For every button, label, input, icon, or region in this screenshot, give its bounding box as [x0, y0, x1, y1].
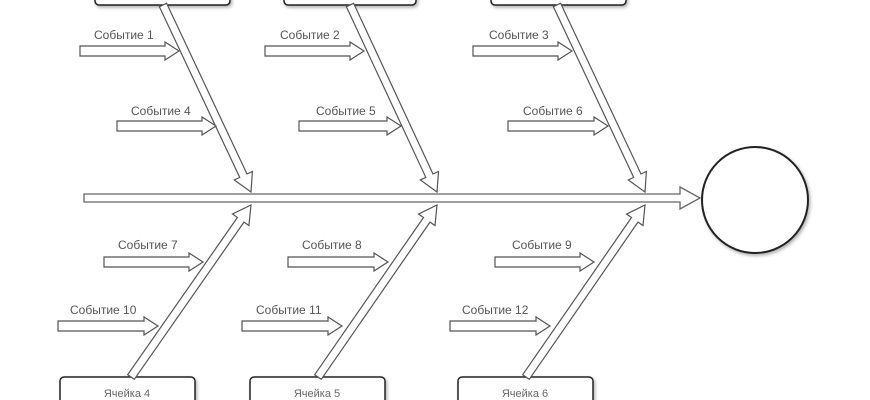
bone-bottom-2: [313, 203, 438, 381]
category-label: Ячейка 5: [294, 388, 340, 400]
event-arrow-11: [241, 315, 344, 337]
event-label-10: Событие 10: [70, 303, 137, 317]
bone-top-2: [345, 2, 440, 194]
event-arrow-7: [103, 251, 205, 273]
category-box-top-1[interactable]: [94, 0, 231, 6]
event-label-9: Событие 9: [512, 238, 572, 252]
event-arrow-12: [449, 315, 552, 337]
event-arrow-10: [57, 315, 160, 337]
event-arrow-5: [298, 115, 403, 137]
category-box-bottom-1[interactable]: Ячейка 4: [59, 376, 196, 400]
event-arrow-8: [287, 251, 390, 273]
category-box-top-2[interactable]: [283, 0, 417, 6]
category-label: Ячейка 4: [104, 388, 150, 400]
event-label-3: Событие 3: [489, 28, 549, 42]
event-label-4: Событие 4: [131, 104, 191, 118]
event-label-12: Событие 12: [462, 303, 529, 317]
event-label-8: Событие 8: [302, 238, 362, 252]
spine-arrow: [83, 185, 702, 211]
event-label-11: Событие 11: [256, 303, 322, 317]
bone-bottom-1: [126, 203, 252, 381]
event-arrow-3: [472, 40, 574, 62]
category-box-bottom-2[interactable]: Ячейка 5: [249, 376, 386, 400]
event-arrow-2: [264, 40, 366, 62]
bone-bottom-3: [521, 203, 646, 381]
bone-top-1: [158, 2, 254, 194]
event-label-5: Событие 5: [316, 104, 376, 118]
effect-head-circle[interactable]: [701, 146, 809, 254]
event-label-2: Событие 2: [280, 28, 340, 42]
event-label-6: Событие 6: [523, 104, 583, 118]
event-label-1: Событие 1: [94, 28, 154, 42]
event-arrow-4: [116, 115, 218, 137]
event-arrow-9: [494, 251, 596, 273]
category-label: Ячейка 6: [502, 388, 548, 400]
event-arrow-1: [79, 40, 181, 62]
event-label-7: Событие 7: [118, 238, 178, 252]
bone-top-3: [552, 2, 648, 194]
category-box-bottom-3[interactable]: Ячейка 6: [457, 376, 594, 400]
event-arrow-6: [507, 115, 610, 137]
